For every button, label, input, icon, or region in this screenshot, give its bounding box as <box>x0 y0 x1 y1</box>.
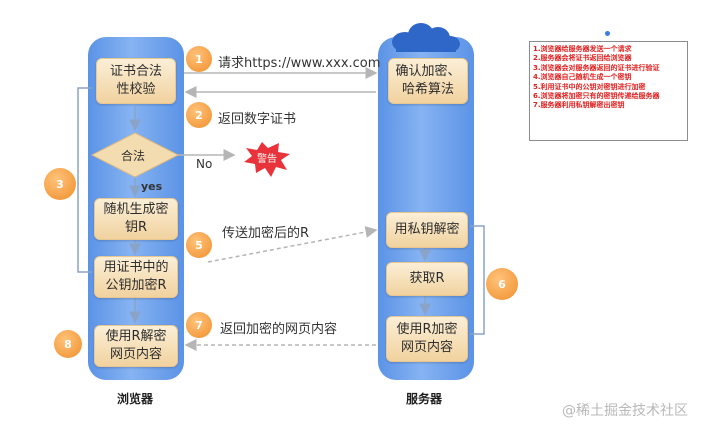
encrypt-line2: 公钥加密R <box>105 278 167 293</box>
browser-decrypt-line1: 使用R解密 <box>105 329 167 344</box>
step-3-badge: 3 <box>44 168 76 200</box>
note-line: 7.服务器利用私钥解密出密钥 <box>533 101 625 110</box>
note-line: 4.浏览器自己随机生成一个密钥 <box>533 73 632 82</box>
server-private-decrypt-box: 用私钥解密 <box>386 212 468 248</box>
note-line: 2.服务器会将证书返回给浏览器 <box>533 54 632 63</box>
selection-handle-dot[interactable] <box>605 31 610 36</box>
browser-gen-key-box: 随机生成密 钥R <box>94 198 178 240</box>
browser-verify-line2: 性校验 <box>116 82 156 97</box>
server-private-decrypt-label: 用私钥解密 <box>394 222 460 237</box>
browser-decrypt-line2: 网页内容 <box>109 347 162 362</box>
yes-label: yes <box>141 180 163 193</box>
notes-panel[interactable]: 1.浏览器给服务器发送一个请求 2.服务器会将证书返回给浏览器 3.浏览器会对服… <box>529 41 688 141</box>
server-confirm-box: 确认加密、 哈希算法 <box>388 58 468 104</box>
no-label: No <box>196 157 213 171</box>
warning-starburst <box>244 142 290 177</box>
step-5-badge: 5 <box>186 232 212 258</box>
note-line: 3.浏览器会对服务器返回的证书进行验证 <box>533 63 660 72</box>
server-confirm-line2: 哈希算法 <box>401 82 454 97</box>
server-confirm-line1: 确认加密、 <box>395 64 461 79</box>
step-8-badge: 8 <box>54 330 82 358</box>
browser-verify-box: 证书合法 性校验 <box>96 58 176 104</box>
step-7-label: 返回加密的网页内容 <box>220 322 338 337</box>
server-get-r-label: 获取R <box>409 271 445 286</box>
server-encrypt-line2: 网页内容 <box>400 340 453 355</box>
step-2-badge: 2 <box>186 102 212 128</box>
step-2-label: 返回数字证书 <box>218 112 297 127</box>
gen-key-line1: 随机生成密 <box>103 202 169 217</box>
watermark: @稀土掘金技术社区 <box>562 403 688 419</box>
cloud-icon <box>392 23 460 52</box>
gen-key-line2: 钥R <box>124 220 148 235</box>
browser-decrypt-page-box: 使用R解密 网页内容 <box>94 325 178 367</box>
encrypt-line1: 用证书中的 <box>103 260 169 275</box>
note-line: 1.浏览器给服务器发送一个请求 <box>533 45 632 53</box>
server-footer: 服务器 <box>406 392 443 406</box>
step-6-badge: 6 <box>486 268 518 300</box>
note-line: 5.利用证书中的公钥对密钥进行加密 <box>533 82 646 91</box>
browser-verify-line1: 证书合法 <box>109 64 162 79</box>
step-5-label: 传送加密后的R <box>222 226 310 241</box>
step-1-label: 请求https://www.xxx.com <box>218 56 381 71</box>
warning-label: 警告 <box>257 154 277 165</box>
step-1-badge: 1 <box>186 46 212 72</box>
step-7-badge: 7 <box>186 312 212 338</box>
diamond-label: 合法 <box>121 149 146 163</box>
browser-footer: 浏览器 <box>117 392 154 406</box>
note-line: 6.浏览器将加密只有的密钥传递给服务器 <box>533 92 660 101</box>
server-encrypt-line1: 使用R加密 <box>396 322 458 337</box>
browser-encrypt-box: 用证书中的 公钥加密R <box>94 256 178 298</box>
server-get-r-box: 获取R <box>386 262 468 296</box>
server-encrypt-page-box: 使用R加密 网页内容 <box>386 316 468 362</box>
